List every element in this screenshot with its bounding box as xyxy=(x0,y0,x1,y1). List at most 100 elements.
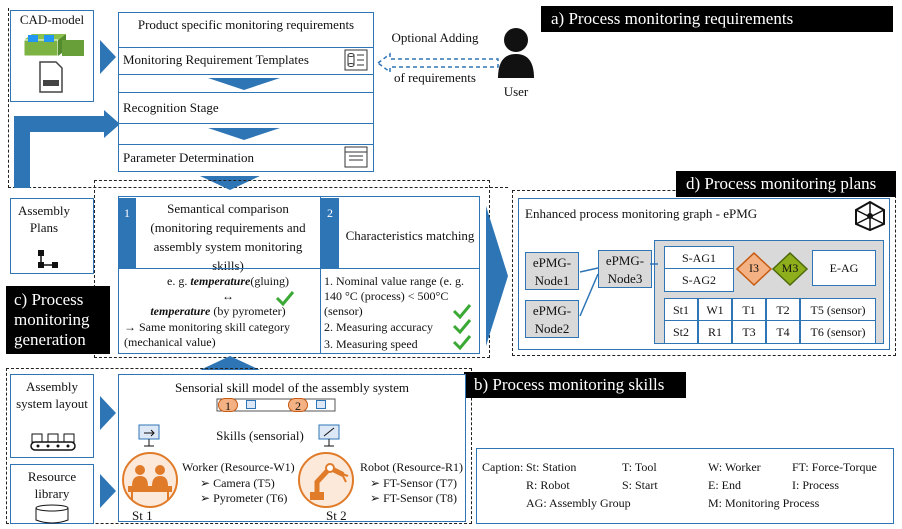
row2-cell-1: St2 xyxy=(664,320,698,344)
robot-station-icon xyxy=(298,452,354,508)
assembly-layout-box xyxy=(10,374,94,458)
step1-example-1: e. g. temperature(gluing) xyxy=(138,274,318,289)
assembly-plans-box xyxy=(10,198,94,274)
caption-entry-6: S: Start xyxy=(622,478,658,492)
epmg-node-3: ePMG-Node3 xyxy=(598,250,652,288)
resource-library-label: Resource library xyxy=(27,469,77,501)
m3-diamond xyxy=(771,251,809,287)
section-b-title: b) Process monitoring skills xyxy=(464,372,686,398)
optional-adding-label: Optional Adding xyxy=(391,30,479,45)
i3-diamond xyxy=(735,251,773,287)
step1-ex2-tail: (by pyrometer) xyxy=(213,304,286,318)
badge-1-icon xyxy=(246,400,256,409)
step1-divider xyxy=(118,268,320,269)
step1-ex1-bold: temperature xyxy=(190,274,251,288)
recognition-box: Recognition Stage xyxy=(118,92,374,124)
steps-divider xyxy=(320,196,321,354)
row1-cell-3: T1 xyxy=(732,298,766,322)
cad-icon xyxy=(23,34,84,57)
robot-item-2: ➢ FT-Sensor (T8) xyxy=(370,491,457,505)
badge-2-icon xyxy=(316,400,326,409)
step1-ex2-bold: temperature xyxy=(150,304,211,318)
down-arrow-3 xyxy=(200,176,260,190)
badge-1: 1 xyxy=(218,398,238,413)
templates-label: Monitoring Requirement Templates xyxy=(123,52,309,67)
worker-station-icon xyxy=(122,452,178,508)
worker-title: Worker (Resource-W1) xyxy=(182,460,295,474)
generation-to-plans-arrow xyxy=(486,206,508,346)
step1-ex1-tail: (gluing) xyxy=(250,274,289,288)
row2-cell-4: T4 xyxy=(766,320,800,344)
generation-panel xyxy=(118,196,480,354)
worker-item-2-text: Pyrometer (T6) xyxy=(213,491,288,505)
row2-cell-5: T6 (sensor) xyxy=(800,320,876,344)
worker-item-1-text: Camera (T5) xyxy=(213,476,275,490)
caption-entry-4: FT: Force-Torque xyxy=(792,460,877,474)
check-icon-1 xyxy=(275,291,295,307)
optional-adding-arrow xyxy=(376,52,499,74)
plan-tree-icon xyxy=(38,250,58,268)
worker-item-1: ➢ Camera (T5) xyxy=(200,476,275,490)
check-icon-2 xyxy=(452,304,472,320)
step1-number: 1 xyxy=(118,198,136,268)
templates-box: Monitoring Requirement Templates xyxy=(118,47,374,75)
step2-title: Characteristics matching xyxy=(345,228,475,243)
cad-arrow xyxy=(100,40,116,74)
skill-model-header: Sensorial skill model of the assembly sy… xyxy=(175,380,409,395)
step2-number: 2 xyxy=(321,198,339,268)
step1-ex1-prefix: e. g. xyxy=(167,274,188,288)
plans-to-requirements-arrow xyxy=(14,110,120,188)
caption-entry-10: M: Monitoring Process xyxy=(708,496,820,510)
worker-item-2: ➢ Pyrometer (T6) xyxy=(200,491,288,505)
caption-label: Caption: xyxy=(482,460,524,474)
row1-cell-2: W1 xyxy=(698,298,732,322)
caption-box xyxy=(476,448,894,524)
step1-example-2: temperature (by pyrometer) xyxy=(128,304,308,319)
skills-label: Skills (sensorial) xyxy=(216,428,304,443)
row1-cell-5: T5 (sensor) xyxy=(800,298,876,322)
caption-entry-7: E: End xyxy=(708,478,741,492)
caption-entry-3: W: Worker xyxy=(708,460,761,474)
check-icon-3 xyxy=(452,319,472,335)
m3-label: M3 xyxy=(781,261,799,275)
user-icon xyxy=(498,28,534,78)
section-c-title-text: c) Process monitoring generation xyxy=(14,290,90,349)
station-1-label: St 1 xyxy=(132,508,153,523)
camera-icon-2 xyxy=(318,424,340,447)
parameter-label: Parameter Determination xyxy=(123,150,255,165)
epmg-node-2: ePMG-Node2 xyxy=(525,300,579,338)
down-arrow-1 xyxy=(208,78,280,90)
step-file-icon xyxy=(39,61,63,93)
node3-connector xyxy=(650,263,658,265)
step1-title: Semantical comparison (monitoring requir… xyxy=(150,201,306,273)
form-icon xyxy=(344,146,368,168)
sag1-cell: S-AG1 xyxy=(664,246,734,270)
step2-item-3: 3. Measuring speed xyxy=(324,337,418,351)
robot-item-2-text: FT-Sensor (T8) xyxy=(383,491,457,505)
library-arrow xyxy=(100,474,116,508)
i3-label: I3 xyxy=(749,261,759,275)
robot-title: Robot (Resource-R1) xyxy=(360,460,463,474)
assembly-plans-label: Assembly Plans xyxy=(18,203,70,235)
section-a-frame xyxy=(8,8,508,188)
assembly-layout-label: Assembly system layout xyxy=(16,379,88,411)
caption-entry-8: I: Process xyxy=(792,478,839,492)
eag-cell: E-AG xyxy=(812,250,876,286)
badge-2: 2 xyxy=(288,398,308,413)
section-b-frame xyxy=(6,368,472,524)
user-label: User xyxy=(503,84,529,99)
parameter-box: Parameter Determination xyxy=(118,144,374,172)
step1-arrow: ↔ xyxy=(222,289,234,303)
of-requirements-label: of requirements xyxy=(394,70,476,85)
recognition-label: Recognition Stage xyxy=(123,100,219,115)
row2-cell-3: T3 xyxy=(732,320,766,344)
step2-item-1: 1. Nominal value range (e. g. 140 °C (pr… xyxy=(324,274,464,318)
conveyor-icon xyxy=(30,433,76,451)
node-connectors xyxy=(579,267,599,317)
graph-network-icon xyxy=(855,200,885,232)
row1-cell-4: T2 xyxy=(766,298,800,322)
caption-entry-2: T: Tool xyxy=(622,460,657,474)
step2-item-2: 2. Measuring accuracy xyxy=(324,320,433,334)
section-c-title: c) Process monitoring generation xyxy=(6,286,110,354)
plans-header: Enhanced process monitoring graph - ePMG xyxy=(525,206,758,221)
